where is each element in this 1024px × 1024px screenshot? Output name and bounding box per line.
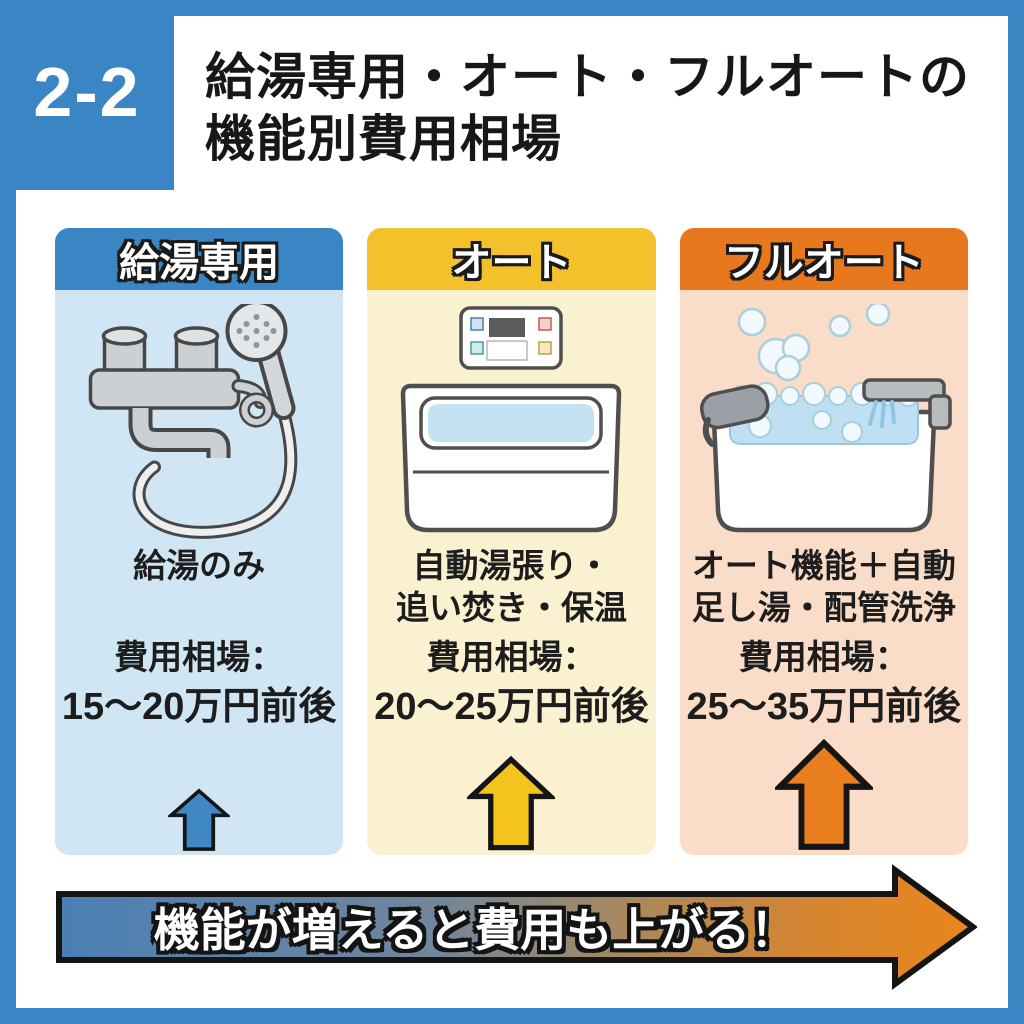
price-block: 費用相場： 20〜25万円前後	[367, 635, 655, 733]
price-value: 15〜20万円前後	[61, 686, 337, 728]
price-label: 費用相場：	[738, 639, 909, 677]
price-value: 25〜35万円前後	[686, 686, 962, 728]
section-number-badge: 2-2	[0, 0, 174, 190]
column-full-auto: フルオート	[679, 228, 968, 855]
feature-caption-line-1: 自動湯張り・	[412, 547, 611, 584]
column-header-label: オート	[451, 241, 572, 285]
column-header-hot-water-only: 給湯専用	[55, 228, 344, 290]
feature-caption-line-2: 追い焚き・保温	[395, 589, 627, 626]
column-body-full-auto: オート機能＋自動 足し湯・配管洗浄 費用相場： 25〜35万円前後	[679, 290, 968, 855]
column-header-label: 給湯専用	[119, 241, 280, 285]
price-value: 20〜25万円前後	[374, 686, 649, 728]
title-line-2: 機能別費用相場	[205, 111, 562, 167]
bathtub-bubbles-svg	[699, 304, 952, 533]
feature-caption: オート機能＋自動 足し湯・配管洗浄	[680, 545, 968, 629]
comparison-columns: 給湯専用	[55, 228, 968, 855]
handheld-shower-faucet-icon	[55, 304, 343, 544]
cost-level-arrow-medium	[467, 755, 556, 851]
feature-caption: 給湯のみ	[55, 545, 343, 587]
price-label: 費用相場：	[114, 639, 285, 677]
column-header-label: フルオート	[723, 241, 924, 285]
shower-faucet-svg	[88, 304, 298, 539]
cost-trend-banner: 機能が増えると費用も上がる！	[55, 863, 979, 991]
column-auto: オート	[367, 228, 656, 855]
price-block: 費用相場： 25〜35万円前後	[680, 635, 968, 733]
gradient-right-arrow	[56, 864, 979, 990]
title-line-1: 給湯専用・オート・フルオートの	[205, 49, 970, 105]
price-label: 費用相場：	[426, 639, 597, 677]
cost-level-arrow-large	[774, 738, 873, 850]
page-title: 給湯専用・オート・フルオートの 機能別費用相場	[205, 46, 970, 170]
column-hot-water-only: 給湯専用	[55, 228, 344, 855]
feature-caption: 自動湯張り・ 追い焚き・保温	[367, 545, 655, 629]
column-body-hot-water-only: 給湯のみ 費用相場： 15〜20万円前後	[55, 290, 344, 855]
cost-level-arrow-small	[168, 788, 231, 851]
feature-caption-line-1: 給湯のみ	[133, 547, 266, 584]
column-header-auto: オート	[367, 228, 656, 290]
feature-caption-line-1: オート機能＋自動	[691, 547, 956, 584]
bathtub-bubbles-faucet-icon	[680, 304, 968, 544]
column-header-full-auto: フルオート	[679, 228, 968, 290]
bathtub-remote-svg	[401, 306, 622, 533]
feature-caption-line-2: 足し湯・配管洗浄	[691, 589, 956, 626]
price-block: 費用相場： 15〜20万円前後	[55, 635, 343, 733]
section-number-label: 2-2	[33, 53, 141, 131]
bathtub-with-remote-control-icon	[367, 304, 655, 544]
column-body-auto: 自動湯張り・ 追い焚き・保温 費用相場： 20〜25万円前後	[367, 290, 656, 855]
cost-trend-label: 機能が増えると費用も上がる！	[153, 904, 797, 956]
